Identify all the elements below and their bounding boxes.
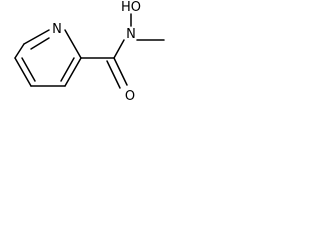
carbonyl-bond-1 — [113, 57, 128, 86]
carbonyl-bond-2 — [106, 60, 121, 89]
atom-carbonyl-oxygen: O — [125, 89, 135, 104]
atom-amide-nitrogen: N — [126, 27, 136, 42]
ring-bond-c6-n1 — [23, 29, 50, 45]
atom-ring-nitrogen: N — [52, 22, 62, 37]
bond-carbonyl-to-amide-n — [113, 39, 125, 59]
ring-bond-n1-c2 — [64, 29, 82, 59]
ring-bond-c2-c3 — [64, 57, 82, 87]
ring-double-bond-inner-3 — [21, 57, 36, 82]
ring-double-bond-inner-1 — [30, 37, 50, 50]
ring-bond-c4-c5 — [14, 57, 32, 87]
ring-double-bond-inner-2 — [60, 57, 75, 82]
structure-diagram: N N O HO — [0, 0, 186, 121]
atom-hydroxyl-group: HO — [121, 0, 141, 15]
molecule-drawing: N N O HO — [14, 0, 165, 104]
ring-bond-c5-c6 — [14, 43, 25, 59]
